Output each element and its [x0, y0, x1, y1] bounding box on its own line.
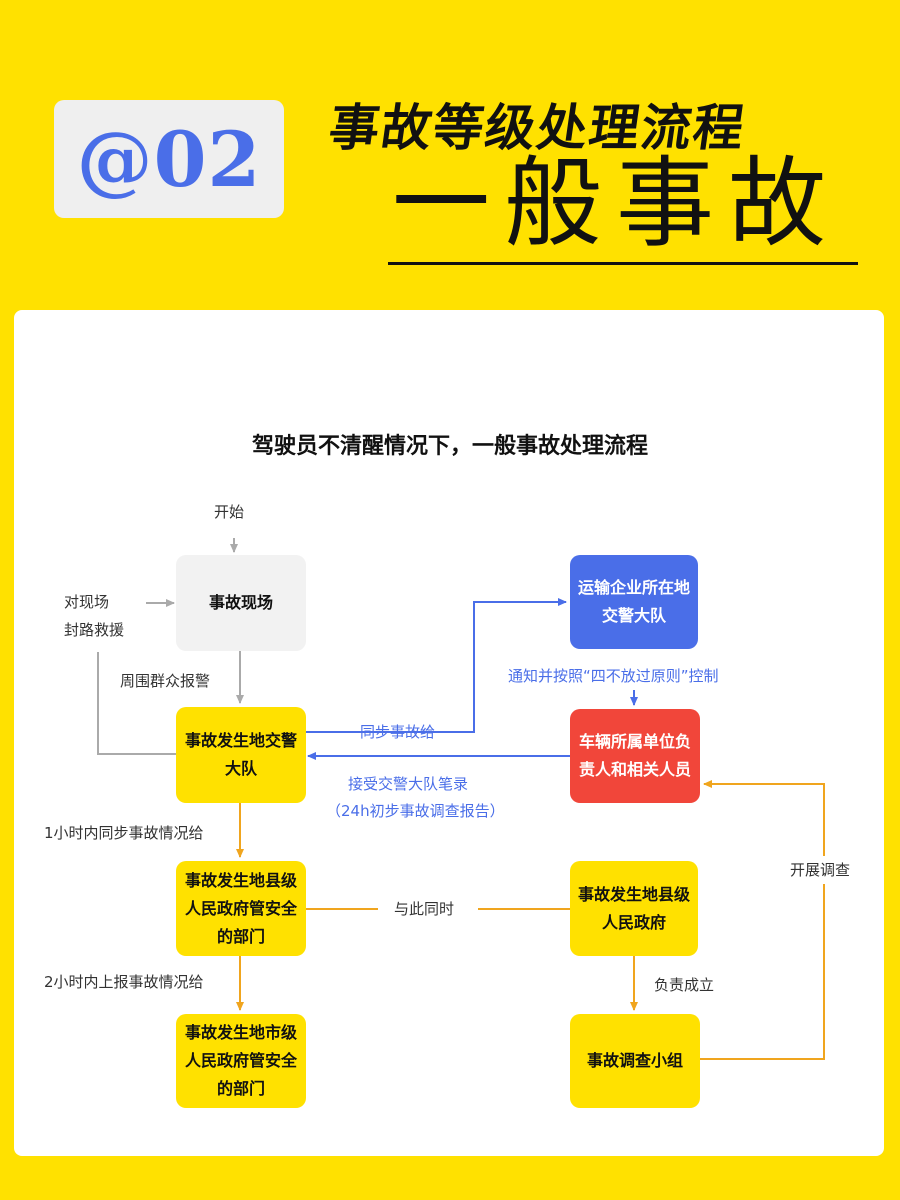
node-accident-scene: 事故现场	[176, 555, 306, 651]
label-start: 开始	[214, 503, 245, 521]
arrow-team-to-owner	[700, 780, 825, 1060]
line-rescue-to-police	[97, 652, 176, 755]
page-subtitle: 一般事故	[392, 147, 841, 261]
label-responsible: 负责成立	[654, 976, 715, 994]
node-city-safety-dept: 事故发生地市级 人民政府管安全 的部门	[176, 1014, 306, 1108]
label-two-hour: 2小时内上报事故情况给	[44, 973, 204, 991]
title-underline	[388, 262, 858, 265]
label-meanwhile: 与此同时	[394, 900, 455, 918]
label-accept: 接受交警大队笔录	[348, 775, 469, 793]
node-county-government: 事故发生地县级 人民政府	[570, 861, 698, 956]
node-investigation-team: 事故调查小组	[570, 1014, 700, 1108]
label-investigate: 开展调查	[790, 856, 851, 884]
label-sync-to: 同步事故给	[360, 723, 436, 741]
node-traffic-police-team: 事故发生地交警 大队	[176, 707, 306, 803]
label-one-hour: 1小时内同步事故情况给	[44, 824, 204, 842]
number-badge: @02	[54, 100, 284, 218]
arrow-police-to-company	[306, 598, 567, 733]
node-vehicle-owner: 车辆所属单位负 责人和相关人员	[570, 709, 700, 803]
diagram-heading: 驾驶员不清醒情况下，一般事故处理流程	[251, 434, 648, 459]
node-county-safety-dept: 事故发生地县级 人民政府管安全 的部门	[176, 861, 306, 956]
node-company-traffic-police: 运输企业所在地 交警大队	[570, 555, 698, 649]
label-24h-report: （24h初步事故调查报告）	[326, 802, 505, 820]
label-notify: 通知并按照“四不放过原则”控制	[508, 667, 719, 685]
label-rescue: 对现场 封路救援	[64, 593, 125, 639]
label-crowd-report: 周围群众报警	[120, 672, 211, 690]
